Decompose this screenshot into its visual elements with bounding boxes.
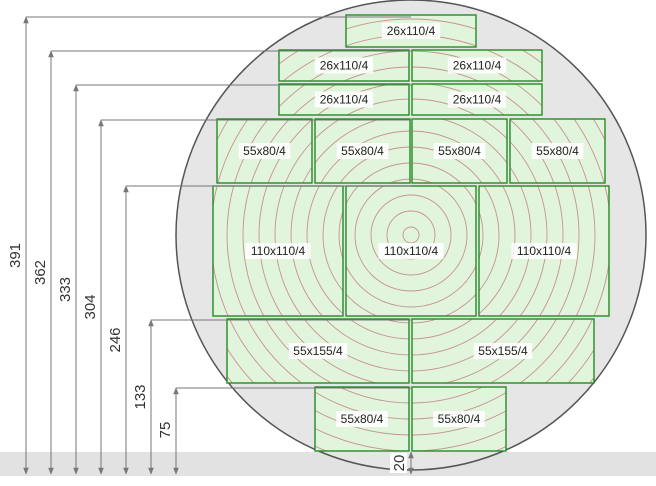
board-label: 110x110/4 [384,244,439,258]
board-label: 110x110/4 [251,244,306,258]
board-label: 55x80/4 [243,144,286,158]
board-label: 26x110/4 [320,93,369,107]
board-r4-1: 55x80/4 [216,118,313,184]
board-r3-right: 26x110/4 [411,83,543,116]
dimensions-layer: 391 362 333 304 246 133 75 20 [7,16,414,475]
ground-strip [0,452,656,476]
board-r6-right: 55x155/4 [411,318,595,384]
growth-rings [213,186,343,316]
board-label: 55x155/4 [478,344,528,358]
board-r6-left: 55x155/4 [226,318,410,384]
board-label: 26x110/4 [387,24,436,38]
growth-rings [479,186,609,316]
dimension-label: 133 [132,384,149,409]
dimension-246: 246 [107,185,411,475]
board-label: 55x155/4 [293,344,343,358]
board-r2-right: 26x110/4 [411,49,543,82]
board-r4-4: 55x80/4 [509,118,606,184]
board-label: 26x110/4 [320,59,369,73]
dimension-label: 246 [107,327,124,352]
dimension-label: 391 [7,243,24,268]
dimension-133: 133 [132,319,411,475]
dimension-304: 304 [82,119,411,475]
dimension-391: 391 [7,16,411,475]
board-label: 26x110/4 [453,93,502,107]
board-top: 26x110/4 [345,14,477,48]
dimension-label: 362 [32,260,49,285]
board-label: 110x110/4 [517,244,572,258]
board-c-center: 110x110/4 [345,185,477,317]
board-b-left: 55x80/4 [314,386,410,452]
dimension-label: 75 [157,422,174,439]
dimension-label: 304 [82,294,99,319]
board-label: 55x80/4 [341,412,384,426]
board-r4-2: 55x80/4 [314,118,411,184]
board-c-left: 110x110/4 [212,185,344,317]
dimension-label: 333 [57,277,74,302]
board-r4-3: 55x80/4 [411,118,508,184]
board-r3-left: 26x110/4 [278,83,410,116]
dimension-75: 75 [157,387,411,475]
board-label: 55x80/4 [341,144,384,158]
dimension-333: 333 [57,84,411,475]
boards-layer: 26x110/4 26x110/4 26x110/4 26x110/4 26x110/4… [212,14,610,452]
dimension-label: 20 [391,455,408,472]
dimension-362: 362 [32,50,411,475]
board-b-right: 55x80/4 [411,386,507,452]
board-label: 55x80/4 [536,144,579,158]
board-label: 26x110/4 [453,59,502,73]
board-r2-left: 26x110/4 [278,49,410,82]
board-c-right: 110x110/4 [478,185,610,317]
dimension-20: 20 [390,451,414,475]
board-label: 55x80/4 [438,144,481,158]
board-label: 55x80/4 [438,412,481,426]
